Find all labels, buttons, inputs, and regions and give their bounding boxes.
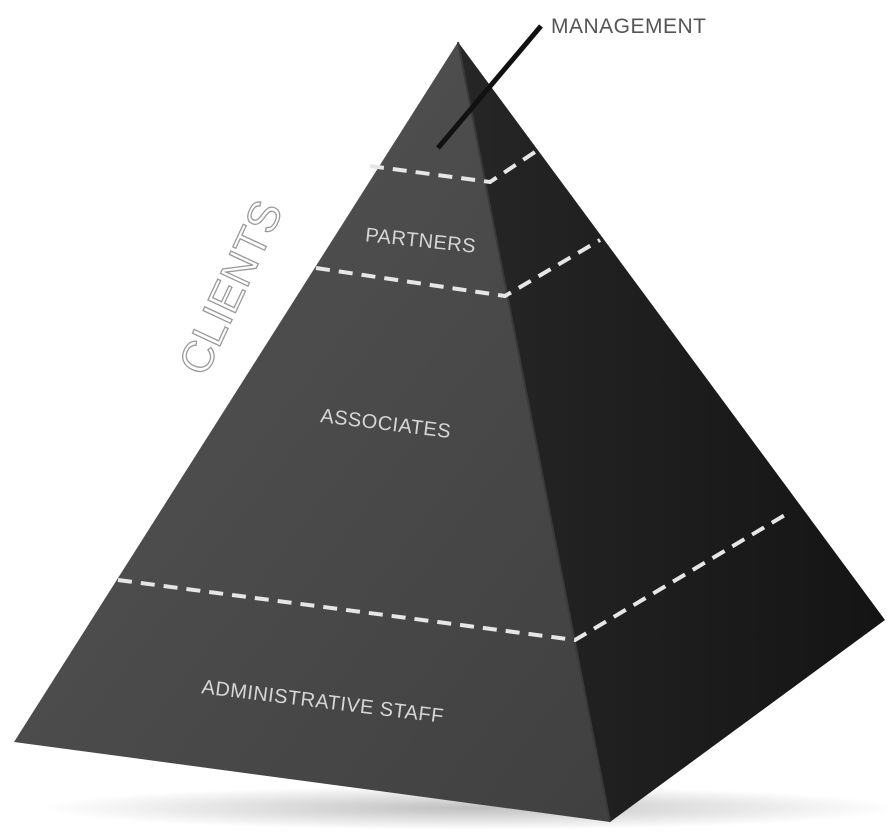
divider-partners-associates	[315, 238, 602, 299]
management-label: MANAGEMENT	[551, 15, 707, 38]
pyramid-shadow	[40, 786, 888, 830]
management-callout-line	[436, 24, 543, 150]
pyramid-ridge	[457, 41, 611, 823]
divider-management-partners	[369, 150, 537, 185]
tier-dividers	[117, 150, 792, 643]
pyramid-right-face	[458, 42, 885, 822]
divider-associates-admin	[117, 510, 792, 643]
